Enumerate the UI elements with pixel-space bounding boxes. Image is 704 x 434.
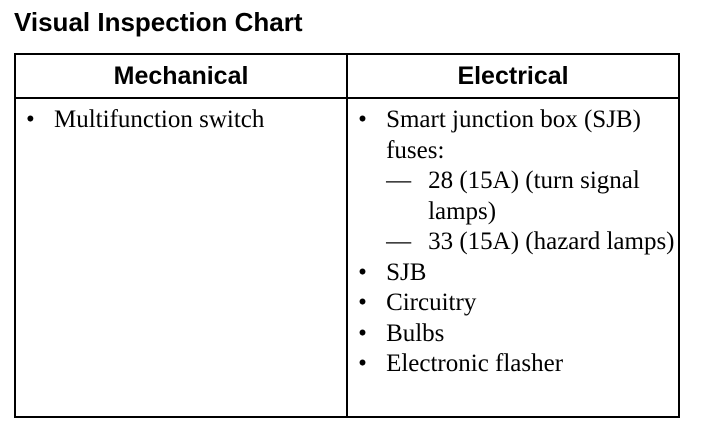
inspection-table: Mechanical Electrical • Multifunction sw… [13, 53, 680, 418]
list-item: • Smart junction box (SJB) fuses: — 28 (… [358, 105, 678, 258]
dash-icon: — [386, 228, 412, 255]
sub-list-item: — 28 (15A) (turn signal lamps) [386, 166, 678, 227]
list-item: • SJB [358, 258, 678, 289]
item-text: Electronic flasher [386, 350, 564, 377]
header-mechanical: Mechanical [13, 53, 349, 99]
list-item: • Circuitry [358, 288, 678, 319]
list-item: • Multifunction switch [26, 105, 346, 136]
subitem-text: 28 (15A) (turn signal lamps) [428, 167, 640, 225]
mechanical-cell: • Multifunction switch [13, 97, 349, 418]
electrical-cell: • Smart junction box (SJB) fuses: — 28 (… [346, 97, 680, 418]
electrical-list: • Smart junction box (SJB) fuses: — 28 (… [348, 99, 678, 380]
header-row: Mechanical Electrical [13, 53, 680, 99]
sub-list-item: — 33 (15A) (hazard lamps) [386, 227, 678, 258]
header-electrical: Electrical [346, 53, 680, 99]
bullet-icon: • [26, 106, 35, 133]
bullet-icon: • [358, 289, 367, 316]
bullet-icon: • [358, 350, 367, 377]
item-text: Circuitry [386, 289, 477, 316]
item-text: Multifunction switch [54, 106, 265, 133]
bullet-icon: • [358, 106, 367, 133]
subitem-text: 33 (15A) (hazard lamps) [428, 228, 675, 255]
item-text: Smart junction box (SJB) fuses: [386, 106, 641, 164]
item-text: Bulbs [386, 319, 445, 347]
dash-icon: — [386, 167, 412, 194]
list-item: • Electronic flasher [358, 349, 678, 380]
mechanical-list: • Multifunction switch [16, 99, 346, 136]
content-row: • Multifunction switch • Smart junction … [13, 97, 680, 418]
chart-title: Visual Inspection Chart [14, 7, 303, 37]
fuse-sublist: — 28 (15A) (turn signal lamps) — 33 (15A… [386, 166, 678, 258]
item-text: SJB [386, 258, 427, 286]
bullet-icon: • [358, 319, 367, 347]
list-item: • Bulbs [358, 319, 678, 350]
bullet-icon: • [358, 258, 367, 286]
